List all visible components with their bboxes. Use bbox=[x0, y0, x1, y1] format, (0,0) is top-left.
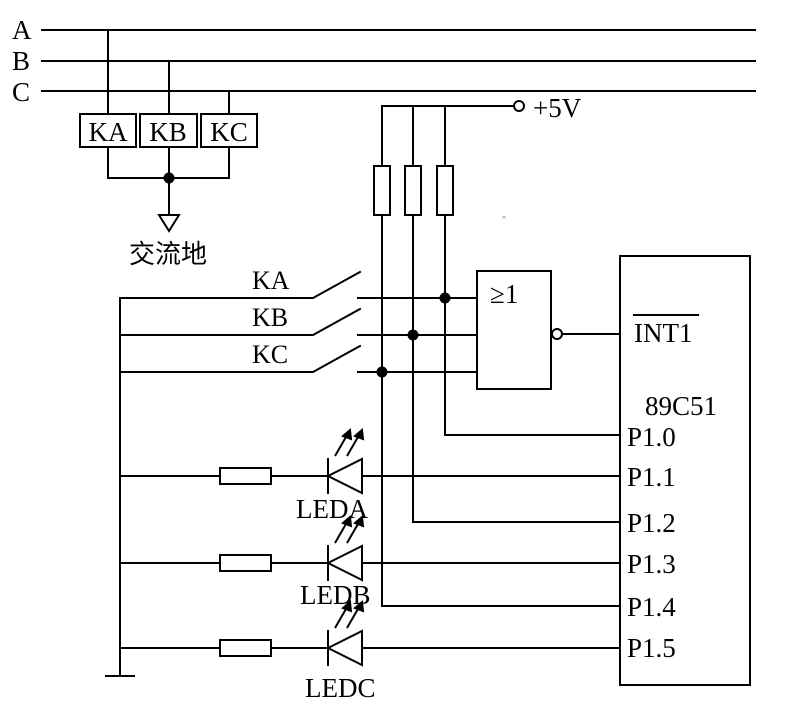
mcu-pin-p11: P1.1 bbox=[627, 462, 676, 492]
pullup-resistor-3 bbox=[436, 165, 454, 216]
supply-terminal-icon bbox=[513, 100, 525, 112]
relay-coils: KA KB KC 交流地 bbox=[79, 29, 258, 270]
junction-dot bbox=[163, 172, 175, 184]
led-branch-b: LEDB bbox=[119, 515, 621, 610]
pullup-resistor-2 bbox=[404, 165, 422, 216]
led-a-icon bbox=[325, 457, 363, 495]
phase-label-b: B bbox=[12, 46, 30, 76]
mcu-pin-p12: P1.2 bbox=[627, 508, 676, 538]
relay-label-ka: KA bbox=[89, 117, 128, 147]
mcu-body bbox=[619, 255, 751, 686]
phase-lines: A B C bbox=[12, 15, 756, 107]
led-b-icon bbox=[325, 544, 363, 582]
led-resistor-b bbox=[219, 554, 272, 572]
led-c-icon bbox=[325, 629, 363, 667]
pullup-network: +5V bbox=[373, 93, 582, 607]
switch-label-kc: KC bbox=[252, 340, 288, 369]
led-resistor-c bbox=[219, 639, 272, 657]
nor-gate-body bbox=[476, 270, 552, 390]
led-label-a: LEDA bbox=[296, 494, 368, 524]
ac-ground-icon bbox=[157, 214, 181, 233]
junction-dot bbox=[439, 292, 451, 304]
nor-gate-label: ≥1 bbox=[490, 279, 518, 309]
led-branch-a: LEDA bbox=[119, 428, 621, 524]
mcu-pin-p15: P1.5 bbox=[627, 633, 676, 663]
switch-kb bbox=[119, 307, 362, 336]
mcu-pin-p14: P1.4 bbox=[627, 592, 676, 622]
led-resistor-a bbox=[219, 467, 272, 485]
relay-label-kc: KC bbox=[210, 117, 248, 147]
stray-mark bbox=[502, 215, 506, 219]
mcu-89c51: INT1 89C51 P1.0 P1.1 P1.2 P1.3 P1.4 P1.5 bbox=[381, 255, 751, 686]
switch-label-kb: KB bbox=[252, 303, 288, 332]
inverter-bubble-icon bbox=[551, 328, 563, 340]
led-branch-c: LEDC bbox=[119, 600, 621, 703]
pullup-resistor-1 bbox=[373, 165, 391, 216]
junction-dot bbox=[407, 329, 419, 341]
switch-label-ka: KA bbox=[252, 266, 290, 295]
junction-dot bbox=[376, 366, 388, 378]
relay-switches: KA KB KC bbox=[105, 266, 478, 677]
switch-kc bbox=[119, 344, 362, 373]
ac-ground-label: 交流地 bbox=[129, 240, 207, 270]
led-label-c: LEDC bbox=[305, 673, 376, 703]
relay-coil-kc bbox=[200, 113, 258, 148]
mcu-pin-p13: P1.3 bbox=[627, 549, 676, 579]
phase-label-c: C bbox=[12, 77, 30, 107]
mcu-pin-int1: INT1 bbox=[634, 318, 692, 348]
light-emission-icon bbox=[334, 600, 365, 629]
switch-ka bbox=[119, 270, 362, 299]
light-emission-icon bbox=[334, 515, 365, 544]
relay-label-kb: KB bbox=[149, 117, 187, 147]
mcu-pin-p10: P1.0 bbox=[627, 422, 676, 452]
phase-label-a: A bbox=[12, 15, 32, 45]
supply-label: +5V bbox=[533, 93, 582, 123]
mcu-label: 89C51 bbox=[645, 391, 717, 421]
light-emission-icon bbox=[334, 428, 365, 457]
nor-gate: ≥1 bbox=[476, 270, 621, 390]
relay-coil-kb bbox=[139, 113, 198, 148]
